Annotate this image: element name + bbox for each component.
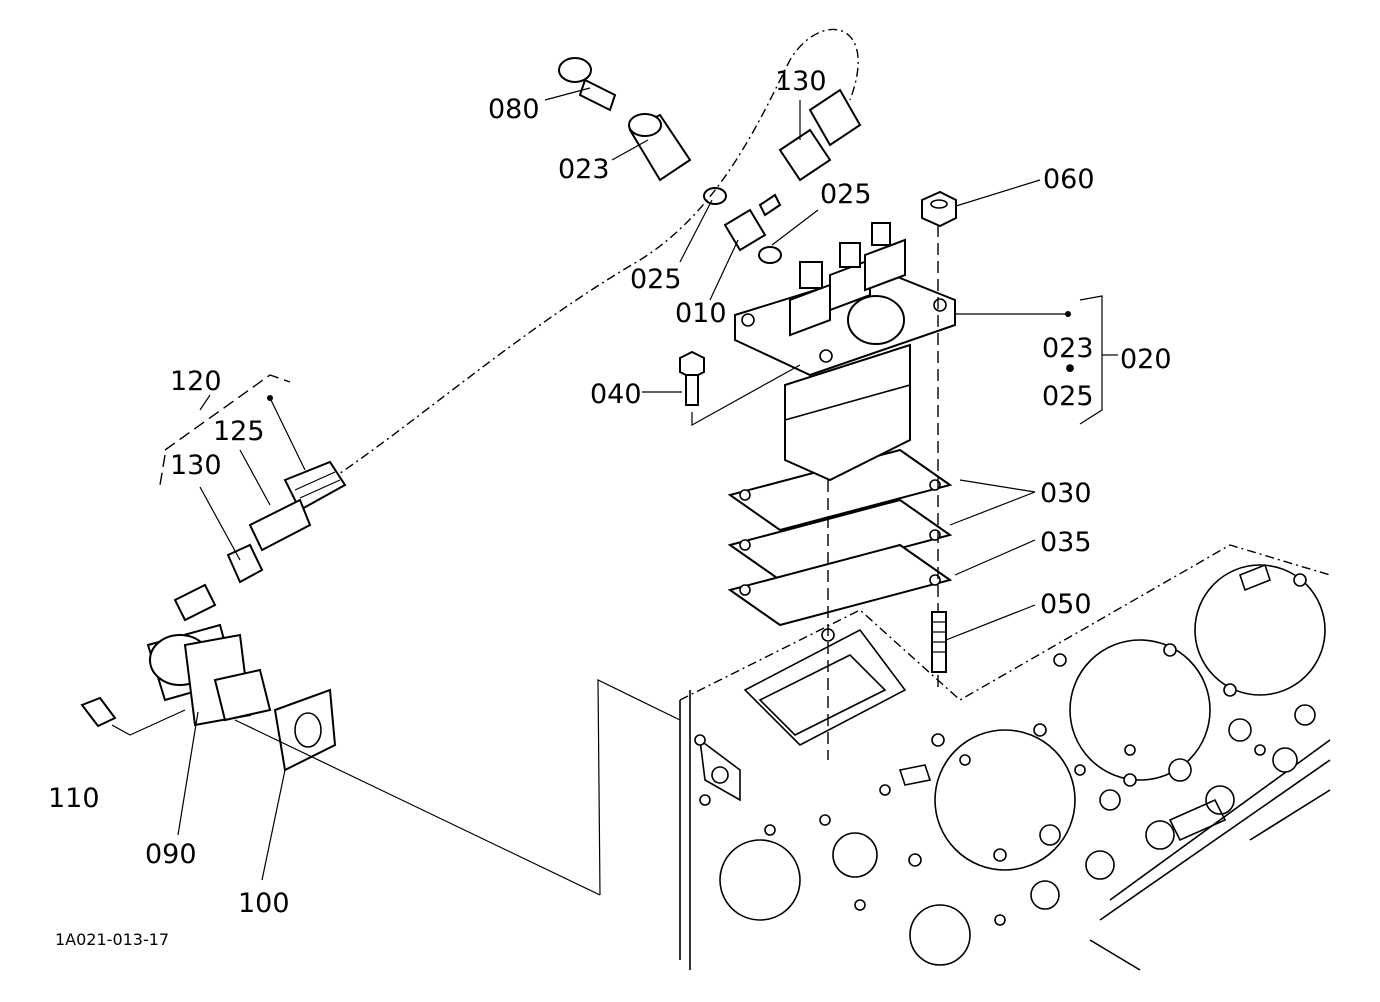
label-050: 050: [1040, 589, 1092, 620]
label-130-left: 130: [170, 450, 222, 481]
label-025-left: 025: [630, 264, 682, 295]
part-labels: 080 130 023 025 060 025 010 023 • 025 02…: [48, 66, 1172, 919]
label-035: 035: [1040, 527, 1092, 558]
label-025-group: 025: [1042, 381, 1094, 412]
label-023-group: 023: [1042, 333, 1094, 364]
figure-id: 1A021-013-17: [55, 930, 169, 949]
label-040: 040: [590, 379, 642, 410]
feed-pump-assembly: [80, 460, 347, 772]
label-125: 125: [213, 416, 265, 447]
bolt-040: [679, 350, 705, 406]
leader-lines: [111, 87, 1118, 896]
gasket-stack: [727, 448, 953, 642]
nut-060: [921, 190, 957, 228]
label-090: 090: [145, 839, 197, 870]
label-120: 120: [170, 366, 222, 397]
label-025-right: 025: [820, 179, 872, 210]
label-030: 030: [1040, 478, 1092, 509]
label-110: 110: [48, 783, 100, 814]
label-080: 080: [488, 94, 540, 125]
top-fittings: [558, 57, 862, 264]
label-group-dot: •: [1062, 354, 1078, 385]
label-010: 010: [675, 298, 727, 329]
label-100: 100: [238, 888, 290, 919]
label-060: 060: [1043, 164, 1095, 195]
stud-050: [931, 611, 947, 673]
label-020: 020: [1120, 344, 1172, 375]
engine-block: [679, 544, 1331, 971]
fuel-hose-line: [329, 28, 859, 481]
label-130-top: 130: [775, 66, 827, 97]
label-023-top: 023: [558, 154, 610, 185]
